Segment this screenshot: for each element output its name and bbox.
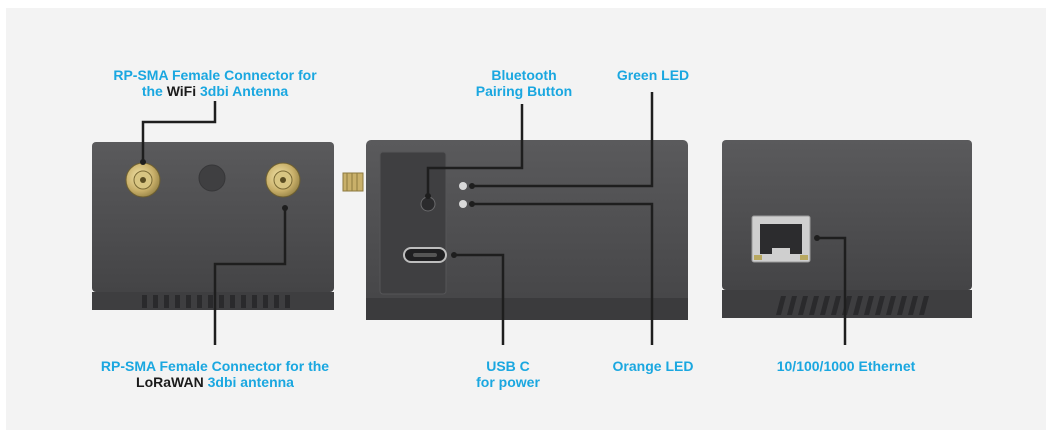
orange-led-label: Orange LED bbox=[594, 358, 712, 374]
lora-connector-label-line1: RP-SMA Female Connector for the bbox=[100, 358, 330, 374]
bluetooth-label-line1: Bluetooth bbox=[491, 67, 557, 83]
wifi-connector-label-pre: the bbox=[141, 83, 167, 99]
lora-leader-line bbox=[213, 208, 287, 345]
left-device bbox=[92, 142, 334, 310]
front-inset-panel bbox=[379, 151, 447, 295]
rj45-port-icon bbox=[751, 215, 811, 263]
green-led-label: Green LED bbox=[598, 67, 708, 83]
leader-dots bbox=[140, 159, 820, 258]
cap-hole-icon bbox=[198, 164, 226, 192]
orange-led-leader-line bbox=[472, 202, 654, 345]
wifi-highlight: WiFi bbox=[166, 83, 197, 99]
wifi-connector-label-post: 3dbi Antenna bbox=[196, 83, 289, 99]
button-icon bbox=[420, 196, 436, 212]
lorawan-highlight: LoRaWAN bbox=[136, 374, 204, 390]
wifi-connector-label-line1: RP-SMA Female Connector for bbox=[113, 67, 317, 83]
ethernet-leader-line bbox=[817, 236, 847, 345]
usbc-leader-line bbox=[454, 253, 505, 345]
ethernet-label-line1: 10/100/1000 Ethernet bbox=[776, 358, 916, 374]
sma-connector-icon bbox=[125, 162, 161, 198]
left-device-body bbox=[92, 142, 334, 292]
right-device-body bbox=[722, 140, 972, 290]
green-led-leader-line bbox=[472, 92, 654, 188]
ethernet-label: 10/100/1000 Ethernet bbox=[756, 358, 936, 374]
lora-connector-label: RP-SMA Female Connector for the LoRaWAN … bbox=[78, 358, 352, 390]
usb-c-label-line1: USB C bbox=[486, 358, 530, 374]
lora-connector-label-post: 3dbi antenna bbox=[203, 374, 294, 390]
bluetooth-label-line2: Pairing Button bbox=[475, 83, 573, 99]
led-icon bbox=[459, 200, 467, 208]
sma-connector-icon bbox=[265, 162, 301, 198]
bluetooth-leader-line bbox=[426, 104, 524, 196]
left-vent-slots bbox=[142, 295, 290, 308]
green-led-label-line1: Green LED bbox=[616, 67, 690, 83]
right-device bbox=[722, 140, 972, 318]
usb-c-label-line2: for power bbox=[476, 374, 540, 390]
wifi-connector-label: RP-SMA Female Connector for the WiFi 3db… bbox=[96, 67, 334, 99]
orange-led-label-line1: Orange LED bbox=[612, 358, 694, 374]
usb-c-port-icon bbox=[403, 247, 447, 263]
wifi-leader-line bbox=[141, 101, 217, 162]
leader-lines bbox=[141, 92, 847, 345]
middle-device-base bbox=[366, 298, 688, 320]
middle-device bbox=[366, 140, 688, 320]
bluetooth-button-label: Bluetooth Pairing Button bbox=[454, 67, 594, 99]
led-icon bbox=[459, 182, 467, 190]
usb-c-label: USB C for power bbox=[458, 358, 558, 390]
side-sma-stub-icon bbox=[342, 172, 364, 192]
